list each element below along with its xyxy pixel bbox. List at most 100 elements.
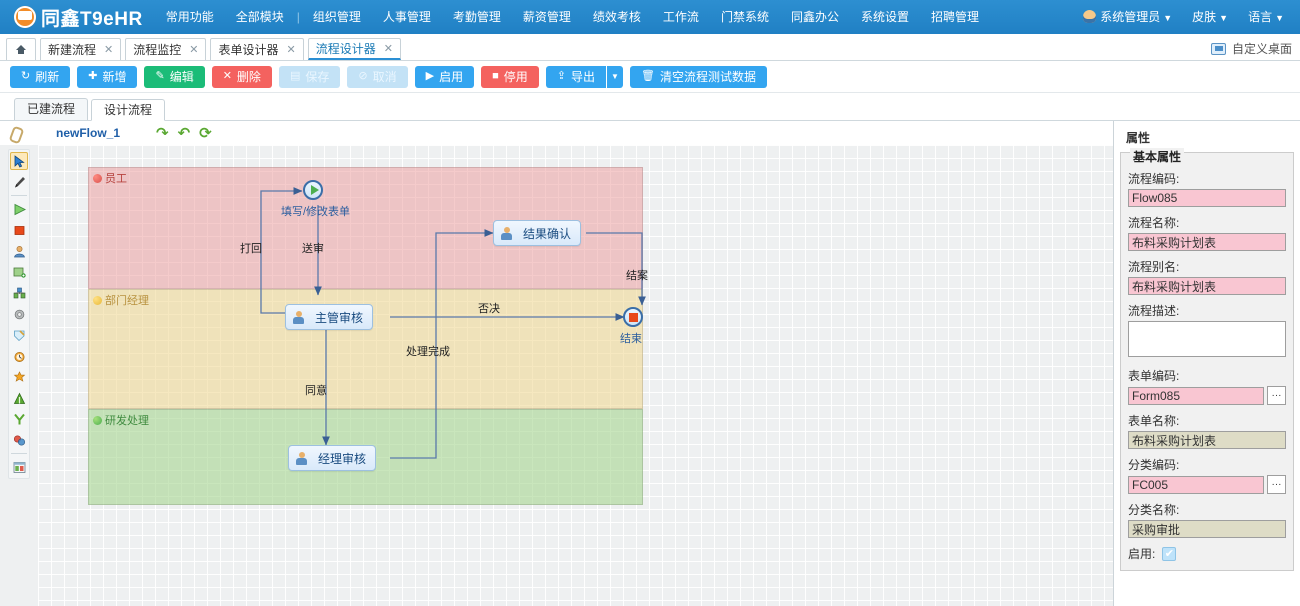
button-label: 停用	[503, 70, 528, 84]
redo-icon[interactable]: ↶	[177, 124, 191, 142]
form-name-field-label: 表单名称:	[1128, 414, 1180, 428]
pen-icon[interactable]	[10, 173, 28, 191]
refresh-canvas-icon[interactable]: ⟳	[199, 124, 212, 142]
nav-item-8[interactable]: 工作流	[662, 10, 699, 24]
nav-item-6[interactable]: 薪资管理	[522, 10, 571, 24]
node-task-manager-review[interactable]: 经理审核	[288, 445, 377, 471]
export-button[interactable]: ⇪导出	[545, 65, 606, 88]
refresh-button[interactable]: ↻刷新	[10, 65, 71, 88]
cancel-button: ⊘取消	[347, 65, 408, 88]
edit-button[interactable]: ✎编辑	[144, 65, 205, 88]
button-label: 新增	[102, 70, 127, 84]
start-node-icon[interactable]	[10, 200, 28, 218]
button-label: 编辑	[169, 70, 194, 84]
close-icon[interactable]: ✕	[286, 43, 296, 56]
nav-item-7[interactable]: 绩效考核	[592, 10, 641, 24]
add-button[interactable]: ✚新增	[77, 65, 138, 88]
settings-icon[interactable]	[10, 305, 28, 323]
form-code-field-browse-button[interactable]: ···	[1267, 386, 1286, 405]
nav-item-3[interactable]: 组织管理	[312, 10, 361, 24]
button-icon: 🗑	[640, 70, 655, 82]
custom-desktop-button[interactable]: 自定义桌面	[1210, 40, 1292, 57]
tab-label: 新建流程	[48, 42, 97, 57]
tab-3[interactable]: 流程设计器✕	[307, 38, 401, 60]
timer-icon[interactable]	[10, 347, 28, 365]
node-start-fill-form[interactable]	[303, 180, 323, 200]
node-task-result-confirm[interactable]: 结果确认	[493, 220, 582, 246]
chevron-down-icon[interactable]: ▼	[606, 65, 623, 88]
undo-icon[interactable]: ↷	[156, 124, 169, 142]
disable-button[interactable]: ■停用	[481, 65, 539, 88]
decision-icon[interactable]	[10, 326, 28, 344]
nav-item-1[interactable]: 全部模块	[235, 10, 284, 24]
close-icon[interactable]: ✕	[383, 42, 393, 55]
skin-menu[interactable]: 皮肤▼	[1182, 0, 1238, 34]
category-name-field-label: 分类名称:	[1128, 503, 1180, 517]
flow-desc-field[interactable]	[1128, 321, 1286, 357]
group-icon[interactable]	[10, 284, 28, 302]
top-nav-right: 系统管理员▼ 皮肤▼ 语言▼	[1073, 0, 1294, 34]
user-task-icon[interactable]	[10, 242, 28, 260]
nav-item-5[interactable]: 考勤管理	[452, 10, 501, 24]
properties-panel: 属性 基本属性 流程编码:流程名称:流程别名:流程描述:表单编码:···表单名称…	[1113, 121, 1300, 606]
flow-name-field-label: 流程名称:	[1128, 216, 1180, 230]
home-icon	[16, 45, 26, 54]
swimlane-label-text: 部门经理	[105, 295, 149, 307]
plugin-icon[interactable]	[10, 368, 28, 386]
nav-item-12[interactable]: 招聘管理	[930, 10, 979, 24]
button-label: 取消	[372, 70, 397, 84]
flow-name-field-row	[1128, 233, 1286, 251]
enable-checkbox[interactable]: ✔	[1162, 546, 1177, 561]
flow-name-title: newFlow_1	[56, 126, 121, 140]
nav-item-9[interactable]: 门禁系统	[720, 10, 769, 24]
tab-label: 表单设计器	[218, 42, 279, 57]
cursor-icon[interactable]	[10, 152, 28, 170]
tab-2[interactable]: 表单设计器 ✕	[210, 38, 304, 60]
flow-name-field[interactable]	[1128, 233, 1286, 251]
tab-0[interactable]: 新建流程 ✕	[40, 38, 122, 60]
end-node-icon[interactable]	[10, 221, 28, 239]
monitor-icon	[1210, 42, 1226, 55]
category-code-field-browse-button[interactable]: ···	[1267, 475, 1286, 494]
swimlane-label: 部门经理	[93, 292, 149, 308]
form-code-field[interactable]	[1128, 386, 1264, 405]
subtab-0[interactable]: 已建流程	[14, 98, 89, 120]
delete-button[interactable]: ✕删除	[211, 65, 272, 88]
brand-logo[interactable]: 同鑫T9eHR	[0, 4, 155, 31]
category-code-field[interactable]	[1128, 475, 1264, 494]
button-label: 启用	[439, 70, 464, 84]
close-icon[interactable]: ✕	[189, 43, 199, 56]
flow-code-field[interactable]	[1128, 189, 1286, 207]
custom-desktop-label: 自定义桌面	[1231, 42, 1292, 56]
enable-row: 启用: ✔	[1128, 545, 1286, 562]
save-button: ▤保存	[278, 65, 341, 88]
swimlane-label: 研发处理	[93, 412, 149, 428]
fork-icon[interactable]	[10, 410, 28, 428]
language-label: 语言	[1248, 10, 1273, 24]
form-icon[interactable]	[10, 458, 28, 476]
tab-home[interactable]	[6, 38, 36, 60]
role-icon[interactable]	[10, 431, 28, 449]
button-icon: ▶	[425, 70, 435, 82]
clear-test-data-button[interactable]: 🗑清空流程测试数据	[629, 65, 767, 88]
nav-item-10[interactable]: 同鑫办公	[790, 10, 839, 24]
node-task-supervisor-review[interactable]: 主管审核	[285, 304, 374, 330]
form-name-field	[1128, 431, 1286, 449]
user-task-icon	[292, 310, 305, 324]
subprocess-icon[interactable]	[10, 263, 28, 281]
user-menu[interactable]: 系统管理员▼	[1073, 0, 1182, 34]
node-end[interactable]	[623, 307, 643, 327]
close-icon[interactable]: ✕	[104, 43, 114, 56]
nav-item-0[interactable]: 常用功能	[165, 10, 214, 24]
subtab-1[interactable]: 设计流程	[91, 99, 166, 121]
language-menu[interactable]: 语言▼	[1238, 0, 1294, 34]
flow-alias-field[interactable]	[1128, 277, 1286, 295]
nav-item-11[interactable]: 系统设置	[860, 10, 909, 24]
nav-item-4[interactable]: 人事管理	[382, 10, 431, 24]
node-label: 主管审核	[315, 310, 364, 325]
tab-1[interactable]: 流程监控✕	[125, 38, 207, 60]
merge-icon[interactable]	[10, 389, 28, 407]
flow-canvas[interactable]: 员工 部门经理 研发处理	[38, 145, 1113, 606]
enable-button[interactable]: ▶ 启用	[414, 65, 475, 88]
nav-separator: |	[296, 10, 300, 24]
